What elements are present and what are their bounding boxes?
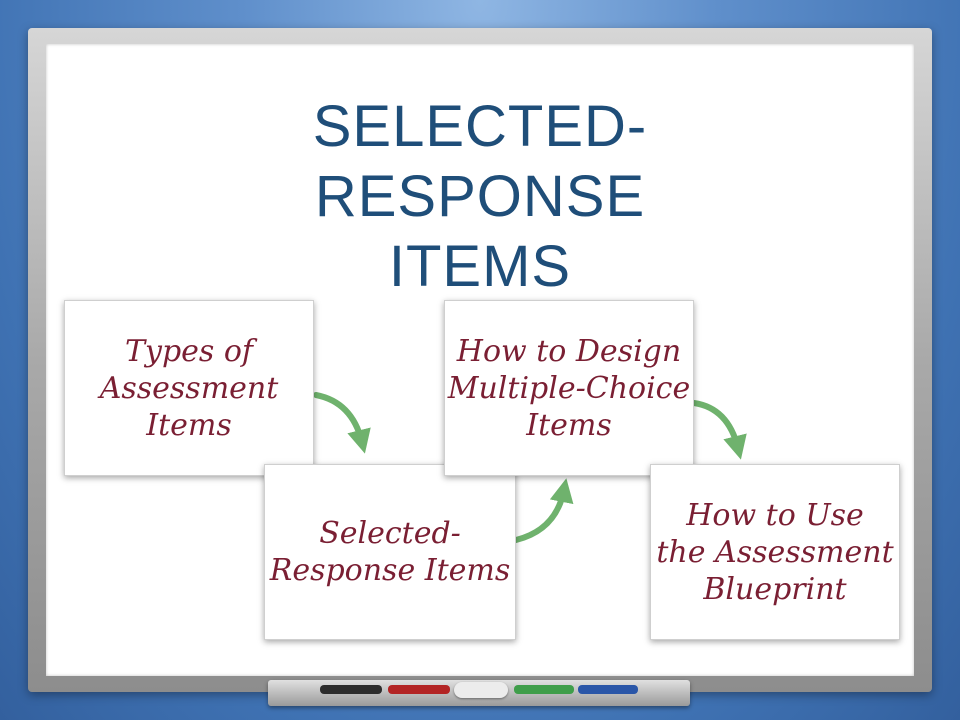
slide-title: SELECTED- RESPONSE ITEMS (312, 94, 648, 299)
black-marker (320, 685, 382, 694)
green-marker (514, 685, 574, 694)
marker-tray (268, 680, 690, 706)
eraser (454, 682, 508, 698)
card-types-of-assessment-items: Types of Assessment Items (64, 300, 314, 476)
card-how-to-use-blueprint: How to Use the Assessment Blueprint (650, 464, 900, 640)
blue-marker (578, 685, 638, 694)
card-how-to-design-mc-items: How to Design Multiple-Choice Items (444, 300, 694, 476)
red-marker (388, 685, 450, 694)
card-selected-response-items: Selected- Response Items (264, 464, 516, 640)
